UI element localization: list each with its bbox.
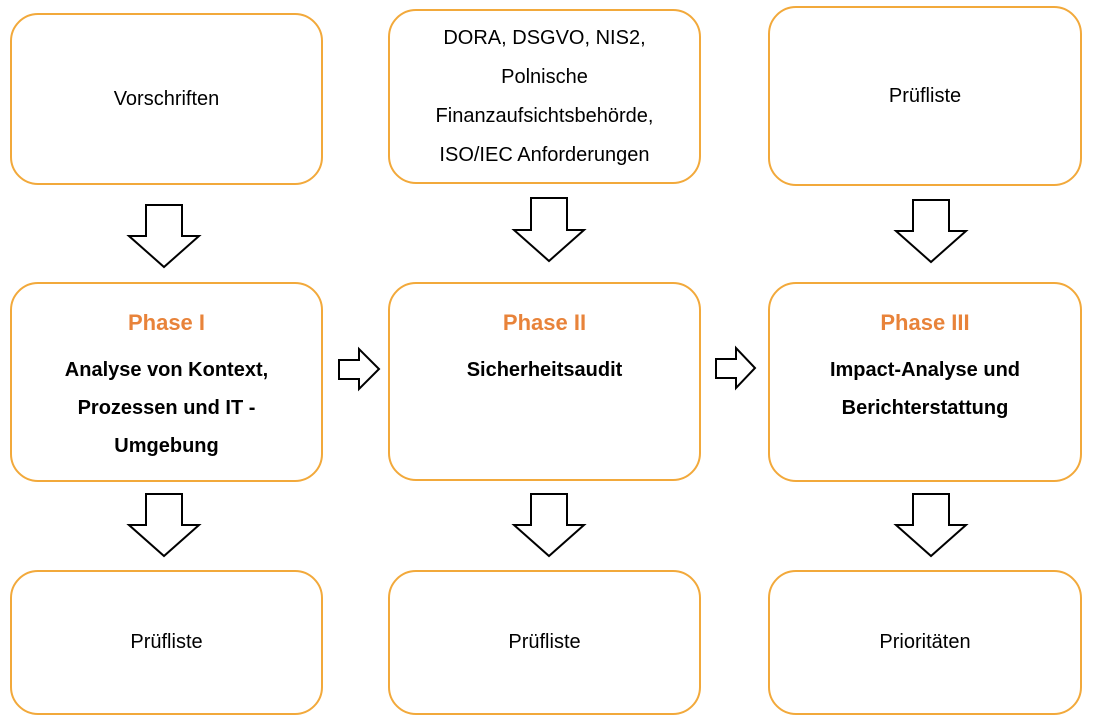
down-arrow-icon bbox=[893, 493, 969, 558]
output-label-checklist-1: Prüfliste bbox=[130, 631, 203, 653]
down-arrow-icon bbox=[893, 199, 969, 264]
input-box-checklist: Prüfliste bbox=[768, 6, 1082, 186]
phase-description-1: Analyse von Kontext, Prozessen und IT - … bbox=[64, 359, 269, 457]
phase-box-3: Phase III Impact-Analyse und Berichterst… bbox=[768, 282, 1082, 482]
down-arrow-icon bbox=[511, 493, 587, 558]
output-box-checklist-2: Prüfliste bbox=[388, 570, 701, 715]
phase-title-2: Phase II bbox=[502, 310, 587, 335]
right-arrow-icon bbox=[338, 346, 381, 392]
phase-description-2: Sicherheitsaudit bbox=[466, 359, 623, 381]
phase-description-3: Impact-Analyse und Berichterstattung bbox=[829, 359, 1021, 419]
input-label-standards: DORA, DSGVO, NIS2, Polnische Finanzaufsi… bbox=[435, 26, 654, 166]
output-label-checklist-2: Prüfliste bbox=[508, 631, 581, 653]
input-label-checklist: Prüfliste bbox=[888, 84, 962, 107]
down-arrow-icon bbox=[126, 204, 202, 269]
down-arrow-icon bbox=[126, 493, 202, 558]
right-arrow-icon bbox=[715, 345, 757, 391]
input-label-regulations: Vorschriften bbox=[113, 87, 220, 110]
phase-title-1: Phase I bbox=[127, 310, 206, 335]
output-box-checklist-1: Prüfliste bbox=[10, 570, 323, 715]
down-arrow-icon bbox=[511, 197, 587, 263]
phase-box-1: Phase I Analyse von Kontext, Prozessen u… bbox=[10, 282, 323, 482]
input-box-regulations: Vorschriften bbox=[10, 13, 323, 185]
phase-box-2: Phase II Sicherheitsaudit bbox=[388, 282, 701, 481]
input-box-standards: DORA, DSGVO, NIS2, Polnische Finanzaufsi… bbox=[388, 9, 701, 184]
phase-title-3: Phase III bbox=[880, 310, 970, 335]
output-box-priorities: Prioritäten bbox=[768, 570, 1082, 715]
output-label-priorities: Prioritäten bbox=[879, 631, 971, 653]
